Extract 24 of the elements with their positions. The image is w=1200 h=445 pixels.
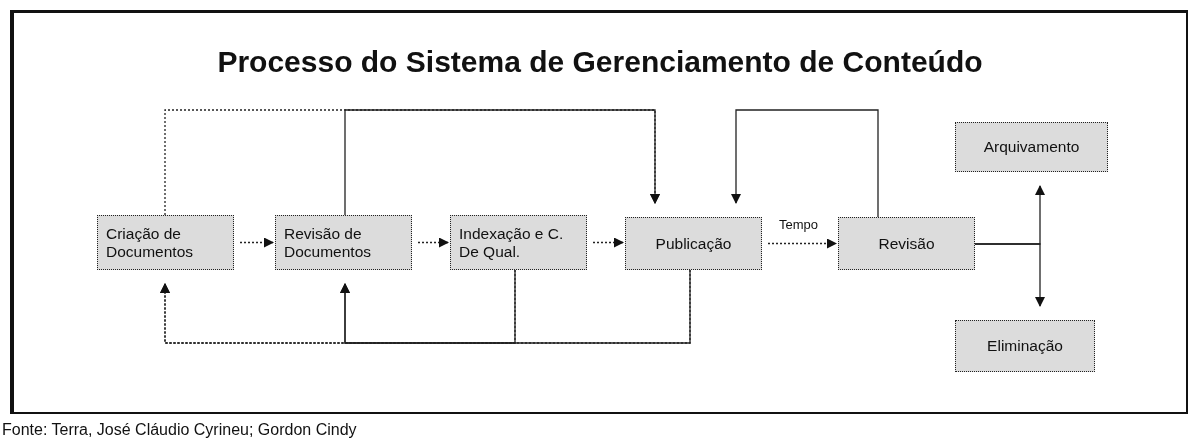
process-box	[450, 215, 587, 270]
arrow	[344, 109, 660, 216]
arrow	[417, 237, 449, 248]
box-label: Revisão	[878, 234, 935, 253]
box-label: Criação de Documentos	[106, 224, 194, 261]
box-label: Publicação	[655, 234, 732, 253]
arrow	[592, 237, 624, 248]
box-label: Arquivamento	[983, 138, 1080, 156]
process-box	[97, 215, 234, 270]
arrow	[340, 269, 691, 344]
process-box	[955, 122, 1108, 172]
box-label: Revisão de Documentos	[284, 224, 372, 261]
process-box	[625, 217, 762, 270]
box-label: Indexação e C. De Qual.	[459, 224, 565, 261]
arrow	[239, 237, 274, 248]
source-caption: Fonte: Terra, José Cláudio Cyrineu; Gordon Cindy	[2, 421, 357, 439]
arrow	[767, 238, 837, 249]
arrow	[974, 243, 1045, 307]
process-box	[275, 215, 412, 270]
process-box	[838, 217, 975, 270]
diagram-title: Processo do Sistema de Gerenciamento de Conteúdo	[217, 45, 983, 78]
process-box	[955, 320, 1095, 372]
box-label: Eliminação	[987, 337, 1063, 355]
arrow	[731, 109, 879, 218]
